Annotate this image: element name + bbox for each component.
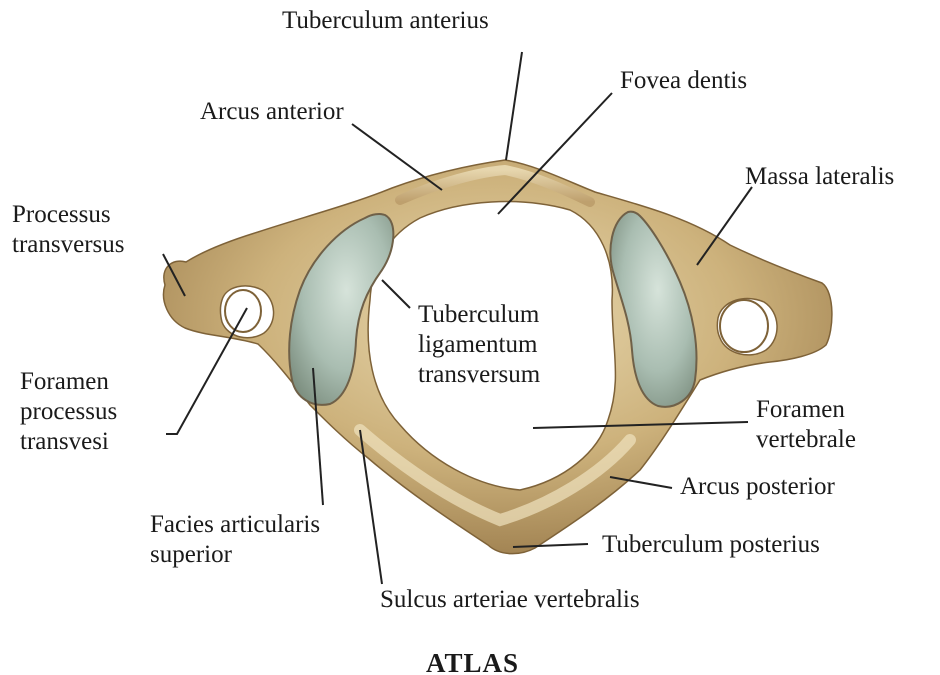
label-facies-articularis-line-2: superior: [150, 540, 320, 570]
leader-tuberculum-ligamentum: [382, 280, 410, 308]
label-processus-transversus-line-2: transversus: [12, 230, 124, 260]
label-foramen-processus-line-2: processus: [20, 397, 117, 427]
leader-tuberculum-anterius: [506, 52, 522, 160]
label-tuberculum-posterius: Tuberculum posterius: [602, 530, 820, 560]
label-foramen-processus-line-1: Foramen: [20, 367, 117, 397]
label-fovea-dentis: Fovea dentis: [620, 66, 747, 96]
leader-arcus-anterior: [352, 124, 442, 190]
label-facies-articularis-line-1: Facies articularis: [150, 510, 320, 540]
label-sulcus-arteriae-vertebralis: Sulcus arteriae vertebralis: [380, 585, 640, 615]
left-transverse-foramen: [225, 290, 261, 332]
label-tuberculum-ligamentum-line-3: transversum: [418, 360, 540, 390]
label-foramen-processus-transvesi: Foramen processus transvesi: [20, 367, 117, 457]
label-foramen-processus-line-3: transvesi: [20, 427, 117, 457]
label-tuberculum-ligamentum-transversum: Tuberculum ligamentum transversum: [418, 300, 540, 390]
label-facies-articularis-superior: Facies articularis superior: [150, 510, 320, 570]
label-processus-transversus: Processus transversus: [12, 200, 124, 260]
figure-title: ATLAS: [426, 648, 519, 675]
label-arcus-posterior: Arcus posterior: [680, 472, 835, 502]
label-tuberculum-anterius: Tuberculum anterius: [282, 6, 489, 36]
right-transverse-foramen: [720, 300, 768, 352]
label-arcus-anterior: Arcus anterior: [200, 97, 344, 127]
label-processus-transversus-line-1: Processus: [12, 200, 124, 230]
label-massa-lateralis: Massa lateralis: [745, 162, 894, 192]
label-foramen-vertebrale-line-2: vertebrale: [756, 425, 856, 455]
label-foramen-vertebrale: Foramen vertebrale: [756, 395, 856, 455]
label-foramen-vertebrale-line-1: Foramen: [756, 395, 856, 425]
label-tuberculum-ligamentum-line-2: ligamentum: [418, 330, 540, 360]
label-tuberculum-ligamentum-line-1: Tuberculum: [418, 300, 540, 330]
